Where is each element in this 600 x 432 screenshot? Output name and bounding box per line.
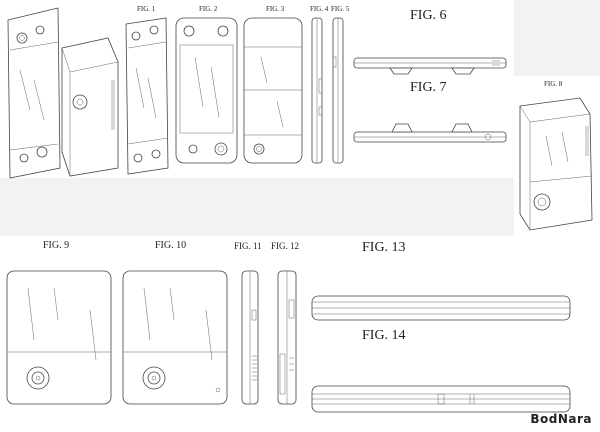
fig10-drawing [122,270,228,405]
fig13-drawing [311,295,571,321]
fig10-label: FIG. 10 [155,240,187,251]
fig3-label: FIG. 3 [266,5,285,13]
fig6-drawing [353,57,507,75]
fig14-drawing [311,385,571,413]
panel-fig2 [172,0,240,178]
fig1-drawing [125,17,169,175]
fig13-label: FIG. 13 [362,240,406,255]
fig4-drawing [311,17,323,164]
fig6-label: FIG. 6 [410,8,447,23]
fig12-drawing [277,270,297,405]
panel-fig9 [0,236,118,432]
fig2-drawing [175,17,238,164]
panel-fig6-7 [350,0,514,178]
fig11-label: FIG. 11 [234,241,262,251]
panel-fig3 [240,0,306,178]
fig5-label: FIG. 5 [331,5,350,13]
fig3-drawing [243,17,303,164]
fig7-label: FIG. 7 [410,80,447,95]
fig8-drawing [519,97,593,231]
fig9-drawing [6,270,112,405]
fig2-label: FIG. 2 [199,5,218,13]
fig1-label: FIG. 1 [137,5,156,13]
fig12-label: FIG. 12 [271,241,300,251]
fig7-drawing [353,123,507,143]
fig8-label: FIG. 8 [544,80,563,88]
perspective-open-device-drawing [7,7,119,179]
panel-fig12 [268,236,308,432]
fig14-label: FIG. 14 [362,328,406,343]
fig11-drawing [241,270,259,405]
panel-fig13-14 [308,236,600,432]
fig4-label: FIG. 4 [310,5,329,13]
panel-fig1 [120,0,172,178]
bodnara-watermark: BodNara [530,412,592,426]
fig9-label: FIG. 9 [43,240,70,251]
panel-fig10 [118,236,232,432]
panel-fig8 [514,76,600,236]
fig5-drawing [332,17,344,164]
